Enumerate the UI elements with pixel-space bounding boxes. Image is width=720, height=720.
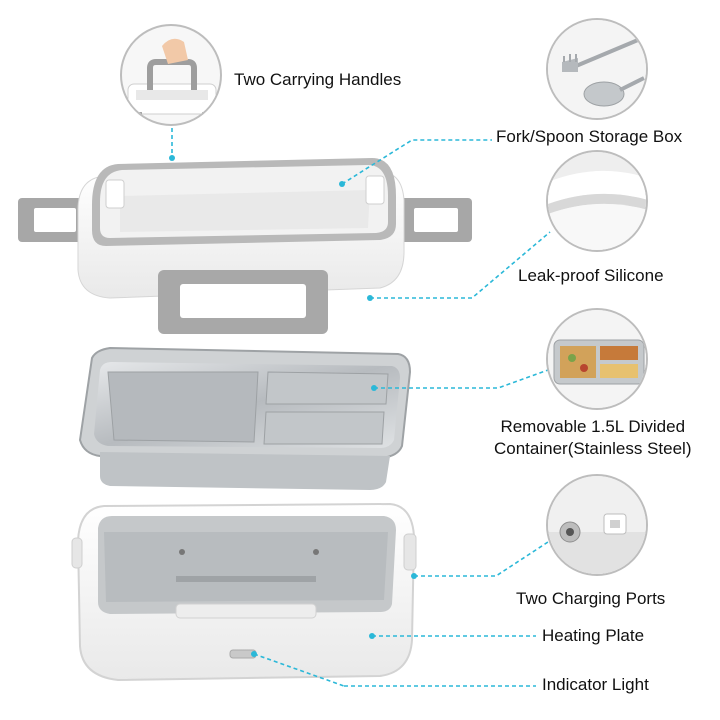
charging-port-icon: [548, 476, 646, 574]
fork-spoon-icon: [548, 20, 646, 118]
silicone-seal-icon: [548, 152, 646, 250]
callout-charging-ports: Two Charging Ports: [516, 589, 666, 608]
charging-ports-thumbnail: [546, 474, 648, 576]
heating-base: [71, 502, 417, 682]
callout-container: Removable 1.5L Divided Container(Stainle…: [494, 417, 692, 458]
stainless-container: [78, 346, 412, 490]
callout-indicator-light: Indicator Light: [542, 675, 649, 694]
food-container-icon: [548, 310, 646, 408]
lid: [18, 158, 472, 334]
callout-storage-box: Fork/Spoon Storage Box: [496, 127, 683, 146]
leader-dots: [169, 155, 417, 657]
container-thumbnail: [546, 308, 648, 410]
carrying-handles-thumbnail: [120, 24, 222, 126]
callout-heating-plate: Heating Plate: [542, 626, 645, 645]
callout-carrying-handles: Two Carrying Handles: [234, 70, 402, 89]
storage-box-thumbnail: [546, 18, 648, 120]
silicone-thumbnail: [546, 150, 648, 252]
hand-icon: [127, 38, 217, 122]
leader-lines: [171, 128, 551, 687]
callout-silicone: Leak-proof Silicone: [518, 266, 664, 285]
